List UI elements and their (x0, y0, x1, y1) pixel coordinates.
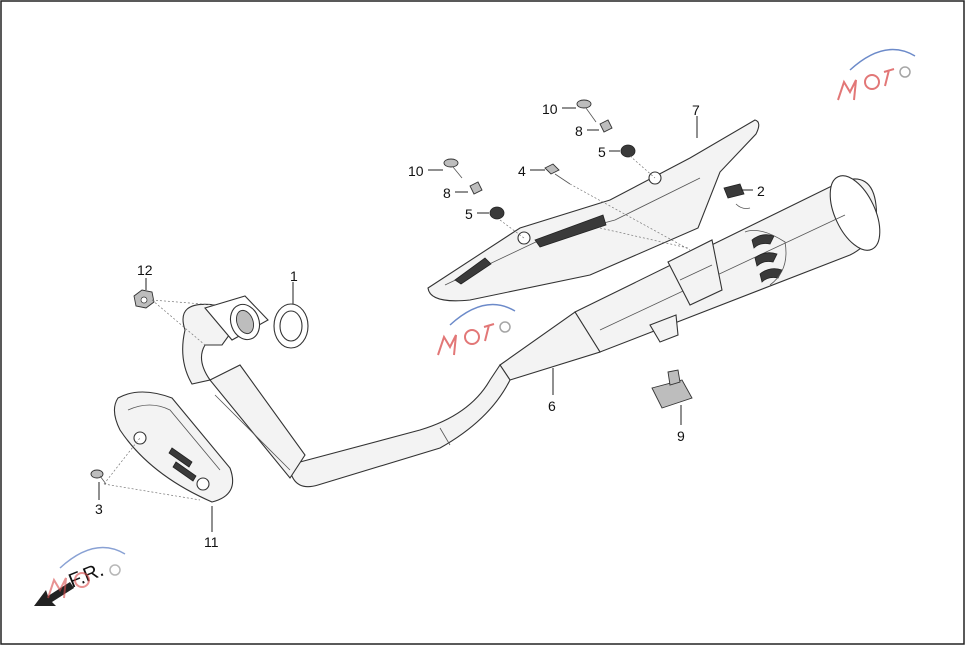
callout-4: 4 (518, 163, 526, 179)
bolt-10-lower (443, 158, 463, 179)
grommet-5-upper (620, 144, 636, 158)
watermark-logo-icon (437, 303, 516, 356)
callout-10-lower: 10 (408, 163, 424, 179)
front-direction-label: F.R. (66, 559, 107, 593)
watermark-logo-icon (837, 48, 916, 101)
callout-2: 2 (757, 183, 765, 199)
screw (90, 469, 107, 485)
exhaust-pipe-muffler (182, 175, 881, 488)
callout-8-lower: 8 (443, 185, 451, 201)
callout-1: 1 (290, 268, 298, 284)
callout-8-upper: 8 (575, 123, 583, 139)
leader-lines (98, 107, 753, 532)
callout-12: 12 (137, 262, 153, 278)
callout-9: 9 (677, 428, 685, 444)
spacer-8-lower (469, 181, 483, 195)
watermark-logo-icon (47, 546, 126, 599)
nut (133, 289, 155, 309)
bolt-4 (544, 163, 571, 185)
callout-10-upper: 10 (542, 101, 558, 117)
damper-9 (651, 369, 693, 409)
callout-3: 3 (95, 501, 103, 517)
front-arrow-icon (34, 582, 74, 606)
callout-11: 11 (204, 534, 219, 550)
callout-5-upper: 5 (598, 144, 606, 160)
clip-2 (723, 183, 751, 209)
bolt-10-upper (576, 99, 597, 123)
end-cover (113, 391, 234, 503)
front-direction-indicator: F.R. (34, 559, 107, 606)
grommet-5-lower (489, 206, 505, 220)
callout-7: 7 (692, 102, 700, 118)
spacer-8-upper (599, 119, 613, 133)
callout-6: 6 (548, 398, 556, 414)
callout-5-lower: 5 (465, 206, 473, 222)
gasket (273, 303, 309, 349)
heat-shield (427, 119, 760, 302)
